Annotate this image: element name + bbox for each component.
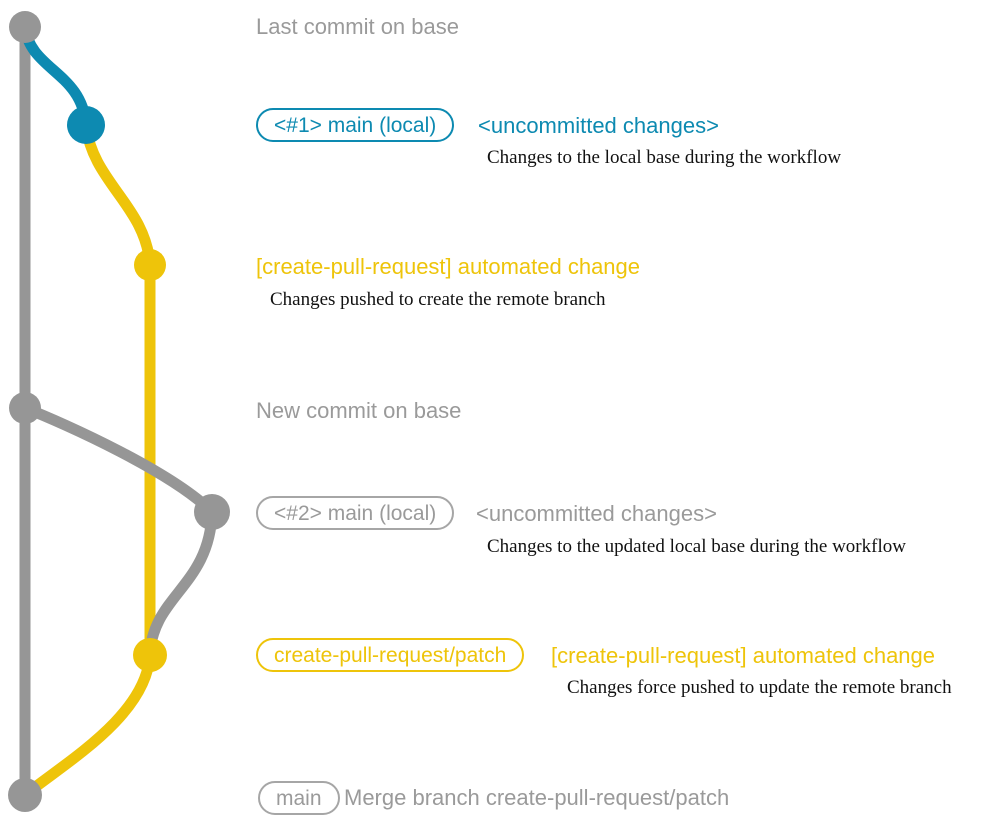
commit-note-local-1: Changes to the local base during the wor… (487, 147, 842, 168)
commit-note-local-2: Changes to the updated local base during… (487, 536, 906, 557)
commit-node-base-new[interactable] (9, 392, 41, 424)
ref-badge-create-pull-request-patch[interactable]: create-pull-request/patch (256, 638, 525, 672)
commit-note-remote-update: Changes force pushed to update the remot… (567, 677, 952, 698)
commit-node-local-2[interactable] (194, 494, 230, 530)
commit-subject-local-1: <uncommitted changes> (478, 113, 719, 138)
remote-create-line (80, 119, 156, 271)
ref-badge-main-local-1[interactable]: <#1> main (local) (256, 108, 455, 142)
commit-note-remote-create: Changes pushed to create the remote bran… (270, 289, 606, 310)
caption-new-commit-on-base: New commit on base (256, 398, 462, 423)
commit-subject-remote-create: [create-pull-request] automated change (256, 254, 641, 279)
commit-node-remote-2[interactable] (133, 638, 167, 672)
commit-node-merge[interactable] (8, 778, 42, 812)
local-2-to-remote-line (144, 506, 218, 661)
commit-node-local-1[interactable] (67, 106, 105, 144)
commit-subject-merge: Merge branch create-pull-request/patch (344, 785, 730, 810)
ref-badge-main[interactable]: main (258, 781, 340, 815)
commit-node-remote-1[interactable] (134, 249, 166, 281)
commit-node-base-head[interactable] (9, 11, 41, 43)
commit-subject-local-2: <uncommitted changes> (476, 501, 717, 526)
ref-badge-main-local-2[interactable]: <#2> main (local) (256, 496, 455, 530)
commit-subject-remote-update: [create-pull-request] automated change (551, 643, 936, 668)
merge-line (19, 649, 156, 801)
caption-last-commit-on-base: Last commit on base (256, 14, 459, 39)
local-2-branch-line (19, 402, 218, 518)
